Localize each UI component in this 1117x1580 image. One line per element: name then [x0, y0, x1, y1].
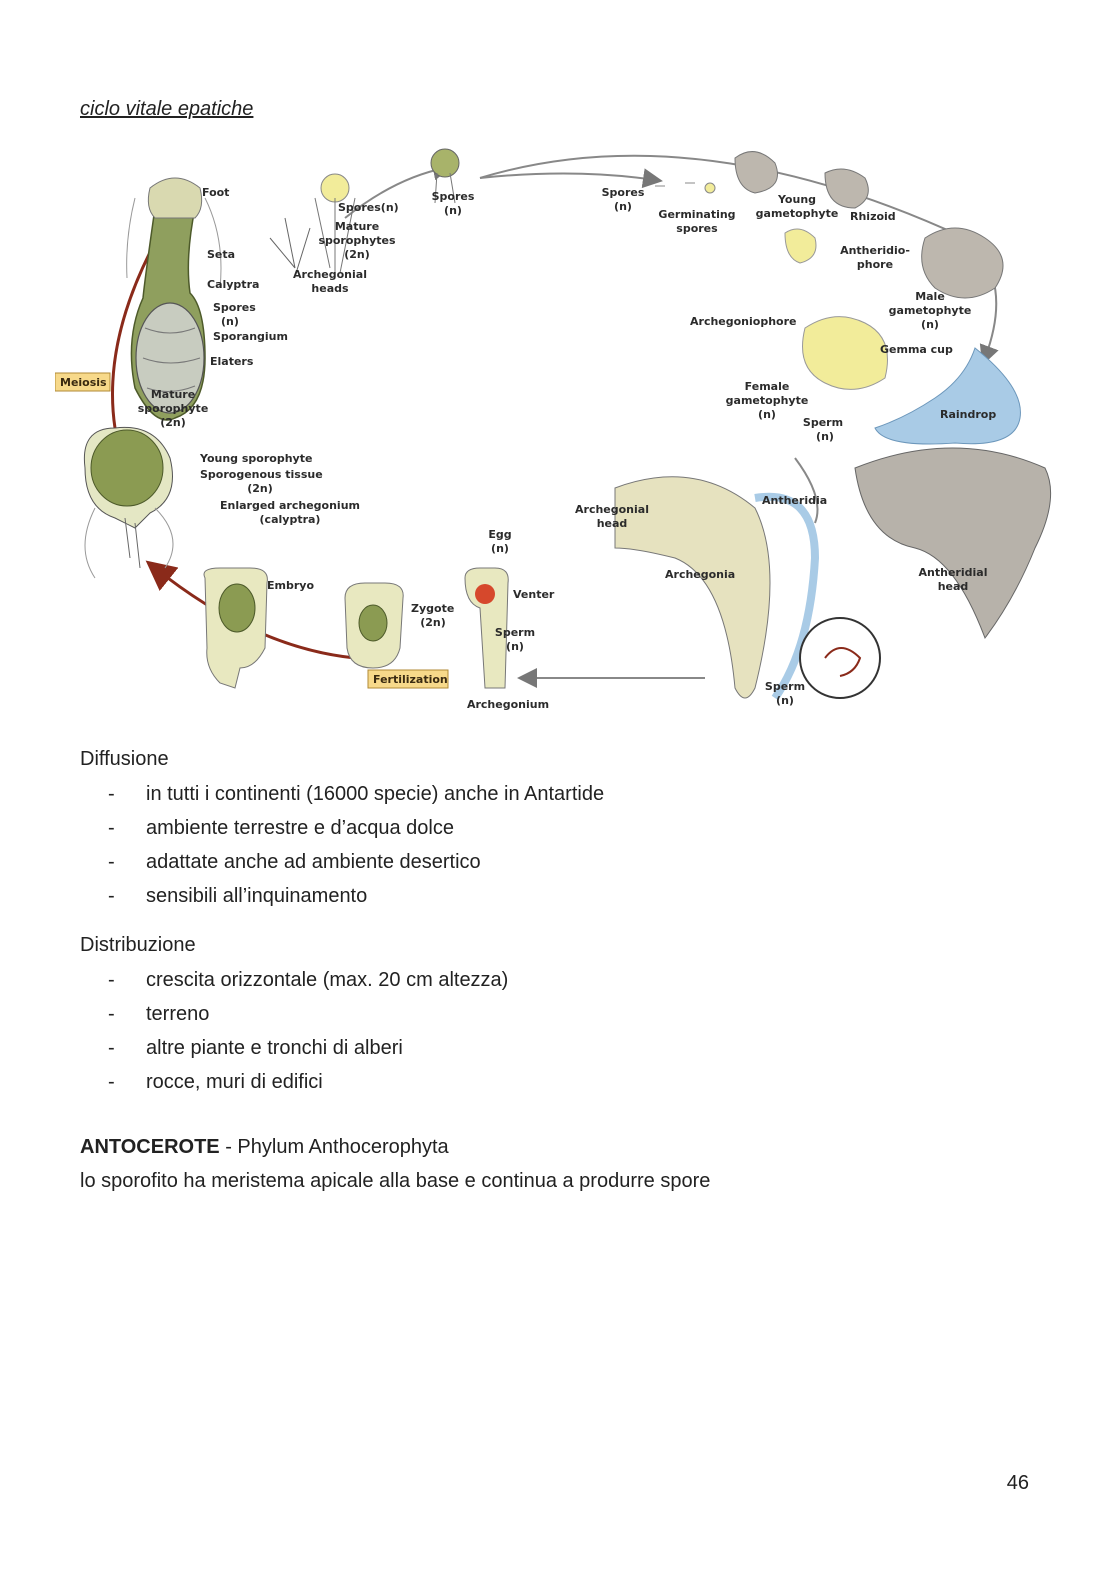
- label-female-b: gametophyte: [726, 394, 809, 407]
- label-germinating-b: spores: [676, 222, 718, 235]
- page-number: 46: [1006, 1472, 1029, 1494]
- distribuzione-list: -crescita orizzontale (max. 20 cm altezz…: [108, 963, 508, 1099]
- label-egg-b: (n): [491, 542, 509, 555]
- list-item: -adattate anche ad ambiente desertico: [108, 851, 481, 873]
- label-sperm-mid-b: (n): [506, 640, 524, 653]
- label-archegoniophore: Archegoniophore: [690, 315, 797, 328]
- sperm-detail-circle: [799, 617, 881, 699]
- label-enlarged-b: (calyptra): [260, 513, 321, 526]
- label-spores-1: Spores: [213, 301, 256, 314]
- label-female-c: (n): [758, 408, 776, 421]
- label-spores-1b: (n): [221, 315, 239, 328]
- label-archegonium: Archegonium: [467, 698, 549, 711]
- label-mature-sporophyte: Mature: [151, 388, 195, 401]
- label-elaters: Elaters: [210, 355, 254, 368]
- label-raindrop: Raindrop: [940, 408, 996, 421]
- young-sporophyte-drawing: [83, 426, 174, 579]
- diffusione-heading: Diffusione: [80, 748, 169, 770]
- list-item: -ambiente terrestre e d’acqua dolce: [108, 817, 454, 839]
- list-item: -sensibili all’inquinamento: [108, 885, 368, 907]
- mature-sporophytes-drawing: [269, 148, 460, 274]
- label-archegonial-heads-b: heads: [311, 282, 349, 295]
- archegonial-head-drawing: [614, 476, 771, 699]
- embryo-drawing: [203, 567, 268, 689]
- label-male-c: (n): [921, 318, 939, 331]
- label-antheridiophore-b: phore: [857, 258, 893, 271]
- label-archegonial-heads: Archegonial: [293, 268, 367, 281]
- label-sporangium: Sporangium: [213, 330, 288, 343]
- label-germinating: Germinating: [658, 208, 735, 221]
- antheridial-head-drawing: [854, 447, 1052, 640]
- cycle-arrow-right: [794, 457, 819, 524]
- label-venter: Venter: [513, 588, 555, 601]
- label-spores-top2: Spores: [432, 190, 475, 203]
- label-embryo: Embryo: [267, 579, 314, 592]
- mature-sporophyte-drawing: [126, 177, 222, 421]
- distribuzione-heading: Distribuzione: [80, 934, 196, 956]
- label-calyptra: Calyptra: [207, 278, 259, 291]
- list-item: -crescita orizzontale (max. 20 cm altezz…: [108, 969, 509, 991]
- label-foot: Foot: [202, 186, 229, 199]
- label-rhizoid: Rhizoid: [850, 210, 896, 223]
- label-male: Male: [915, 290, 945, 303]
- archegonium-drawing: [464, 567, 509, 689]
- list-item: -altre piante e tronchi di alberi: [108, 1037, 403, 1059]
- label-sperm-top: Sperm: [803, 416, 843, 429]
- fertilization-box: [367, 669, 449, 689]
- label-antheridiophore: Antheridio-: [840, 244, 910, 257]
- label-antheridial-head: Antheridial: [919, 566, 988, 579]
- label-mature-sporophyte-c: (2n): [160, 416, 186, 429]
- antocerote-description: lo sporofito ha meristema apicale alla b…: [80, 1170, 711, 1192]
- label-archegonial-head-b: head: [597, 517, 628, 530]
- label-male-b: gametophyte: [889, 304, 972, 317]
- label-sperm-top-b: (n): [816, 430, 834, 443]
- label-sperm-bottom: Sperm: [765, 680, 805, 693]
- label-spores-top: Spores(n): [338, 201, 399, 214]
- meiosis-label: Meiosis: [60, 376, 107, 389]
- zygote-drawing: [344, 582, 404, 669]
- label-young-gametophyte: Young: [777, 193, 816, 206]
- label-zygote-b: (2n): [420, 616, 446, 629]
- gametophyte-drawings: [655, 151, 1004, 390]
- antocerote-title-rest: - Phylum Anthocerophyta: [219, 1136, 449, 1158]
- label-mature-sporophytes-c: (2n): [344, 248, 370, 261]
- antocerote-title-bold: ANTOCEROTE: [80, 1136, 220, 1158]
- label-spores-top3-b: (n): [614, 200, 632, 213]
- diffusione-list: -in tutti i continenti (16000 specie) an…: [108, 777, 604, 913]
- label-gemma-cup: Gemma cup: [880, 343, 953, 356]
- label-sperm-bottom-b: (n): [776, 694, 794, 707]
- label-egg: Egg: [488, 528, 511, 541]
- label-spores-top2-b: (n): [444, 204, 462, 217]
- meiosis-box: [55, 372, 111, 392]
- label-spores-top3: Spores: [602, 186, 645, 199]
- list-item: -in tutti i continenti (16000 specie) an…: [108, 783, 605, 805]
- label-young-sporophyte: Young sporophyte: [199, 452, 312, 465]
- label-zygote: Zygote: [411, 602, 454, 615]
- page-title: ciclo vitale epatiche: [80, 98, 254, 120]
- list-item: -rocce, muri di edifici: [108, 1071, 323, 1093]
- label-sporogenous: Sporogenous tissue: [200, 468, 323, 481]
- label-young-gametophyte-b: gametophyte: [756, 207, 839, 220]
- label-sporogenous-b: (2n): [247, 482, 273, 495]
- label-antheridia: Antheridia: [762, 494, 827, 507]
- label-archegonial-head: Archegonial: [575, 503, 649, 516]
- list-item: -terreno: [108, 1003, 210, 1025]
- label-sperm-mid: Sperm: [495, 626, 535, 639]
- raindrop-drawing: [874, 347, 1021, 445]
- antocerote-title: ANTOCEROTE - Phylum Anthocerophyta: [80, 1136, 449, 1159]
- life-cycle-diagram: Meiosis Fertilization Foot Seta Calyptra…: [55, 128, 1065, 718]
- label-mature-sporophytes-b: sporophytes: [318, 234, 396, 247]
- label-enlarged: Enlarged archegonium: [220, 499, 360, 512]
- cycle-arrow-spores: [479, 168, 663, 189]
- label-mature-sporophyte-b: sporophyte: [138, 402, 209, 415]
- label-mature-sporophytes: Mature: [335, 220, 379, 233]
- label-seta: Seta: [207, 248, 235, 261]
- label-female: Female: [745, 380, 790, 393]
- label-archegonia: Archegonia: [665, 568, 735, 581]
- label-antheridial-head-b: head: [938, 580, 969, 593]
- fertilization-label: Fertilization: [373, 673, 448, 686]
